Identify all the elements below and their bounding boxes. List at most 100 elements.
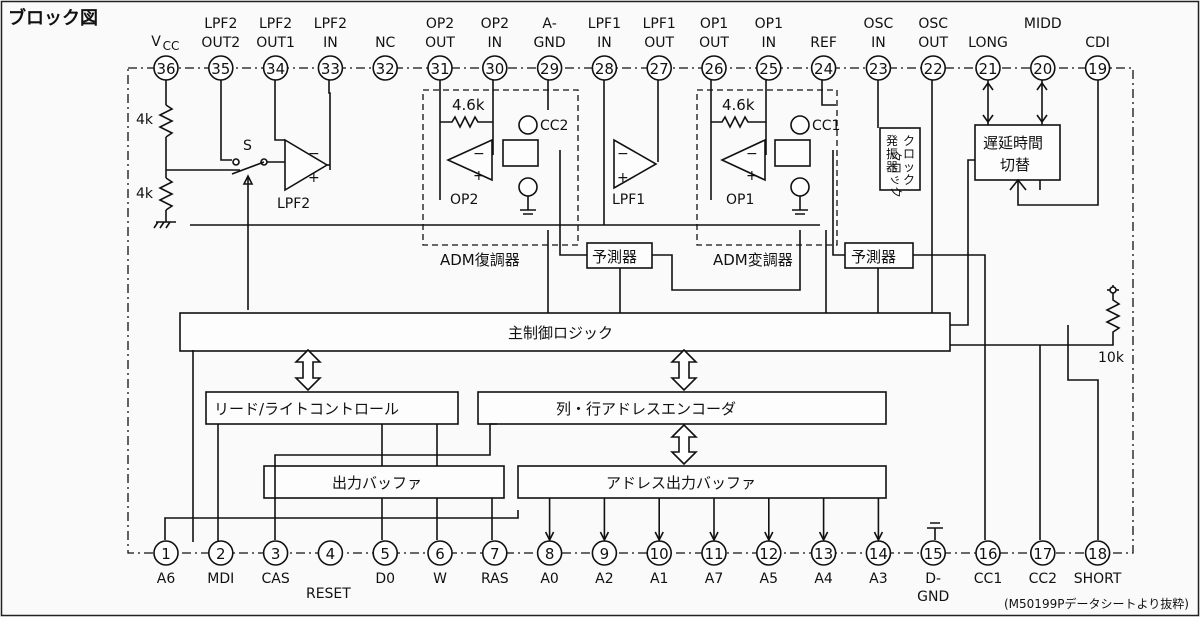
encoder-label: 列・行アドレスエンコーダ [556, 400, 736, 418]
address-wire-arrow [818, 531, 829, 542]
clock-osc-char: ロ [903, 147, 915, 161]
pin-number: 18 [1088, 545, 1107, 563]
pin-label-line2: GND [534, 35, 566, 51]
address-wire-arrow [709, 531, 719, 542]
pin-label-line2: OUT2 [201, 35, 240, 51]
pin-label-line1: OSC [864, 16, 894, 32]
bottom-pin-5: 5D0 [372, 540, 399, 587]
pin-circle [1084, 540, 1111, 566]
pin-number: 7 [490, 545, 500, 563]
pin-number: 15 [924, 545, 943, 563]
pin-number: 36 [156, 60, 175, 78]
lpf2-section [220, 80, 331, 310]
pin-circle [372, 55, 399, 81]
encoder-block [477, 391, 887, 425]
predictor-wiring [190, 150, 986, 540]
pin-number: 11 [704, 545, 723, 563]
pin-label: MDI [207, 571, 234, 587]
diagram-title: ブロック図 [8, 7, 98, 29]
resistor-4k-top-label: 4k [136, 112, 154, 128]
pin-label: A5 [760, 571, 778, 587]
pin-label-line1: LPF1 [643, 16, 676, 32]
pin-circle [646, 55, 673, 81]
op2-section [439, 80, 549, 215]
pin-label-line2: IN [597, 35, 612, 51]
pin-circle [481, 55, 508, 81]
pin-label-line1: OP2 [481, 16, 509, 32]
pin-label-line2: GND [917, 589, 949, 605]
resistor-10k [950, 285, 1121, 346]
clock-osc-char: ク [903, 134, 915, 148]
output-buffer-block [263, 465, 505, 499]
pin-number: 13 [814, 545, 833, 563]
op1-label: OP1 [726, 192, 754, 208]
address-buffer-block [517, 465, 887, 499]
pin-circle [481, 540, 508, 566]
predictor-2-label: 予測器 [851, 248, 896, 266]
pin-circle [975, 540, 1001, 566]
pin-label: MIDD [1024, 16, 1062, 32]
op1-minus: − [746, 146, 758, 162]
pin-circle [317, 55, 344, 81]
dgnd-symbol [927, 522, 943, 540]
op2-label: OP2 [450, 192, 478, 208]
adm-demod-frame [422, 89, 579, 246]
pin-number: 12 [759, 545, 778, 563]
pin-number: 20 [1033, 60, 1052, 78]
pin-number: 25 [759, 60, 778, 78]
pin-label-line2: OUT1 [256, 35, 295, 51]
pin-label-line2: OUT [699, 35, 729, 51]
pin-label-line1: OP1 [700, 16, 728, 32]
pin-label: W [433, 571, 447, 587]
cc2-label: CC2 [540, 118, 568, 134]
delay-switch-wiring [950, 80, 1099, 326]
pin-label: A6 [157, 571, 176, 587]
pin-number: 4 [326, 545, 336, 563]
pin-label-line1: LPF2 [314, 16, 347, 32]
logic-wiring [164, 180, 1099, 542]
pin-number: 29 [540, 60, 559, 78]
op1-resistor-label: 4.6k [722, 96, 755, 114]
lpf2-label: LPF2 [277, 196, 310, 212]
bottom-pin-1: 1A6 [153, 540, 179, 587]
predictor-2-block [844, 242, 914, 269]
bottom-pin-6: 6W [427, 540, 453, 587]
switch-s-label: S [243, 138, 252, 154]
pin-number: 21 [978, 60, 997, 78]
output-buffer-label: 出力バッファ [332, 474, 422, 492]
clock-osc-char: 振 [886, 147, 898, 161]
pin-number: 17 [1033, 545, 1052, 563]
op2-minus: − [473, 146, 485, 162]
pin-number: 26 [704, 60, 723, 78]
pin-number: 16 [978, 545, 997, 563]
pin-label-line2: IN [761, 35, 776, 51]
lpf2-plus: + [308, 170, 320, 186]
pin-number: 28 [595, 60, 614, 78]
pin-label-sub: CC [163, 39, 180, 53]
top-pin-20: 20 MIDD [1024, 16, 1062, 81]
pin-number: 23 [869, 60, 888, 78]
pin-number: 1 [161, 545, 171, 563]
resistor-4k-bottom-label: 4k [136, 186, 154, 202]
pin-circle [317, 540, 344, 566]
pin-label: CDI [1085, 35, 1110, 51]
pin-label-line1: LPF2 [204, 16, 237, 32]
bottom-pin-15: 15D-GND [917, 540, 949, 605]
pin-label: CC2 [1029, 571, 1057, 587]
rw-control-block [205, 391, 459, 425]
svg-text:クロック: クロック [889, 150, 903, 198]
pin-label: CAS [261, 571, 289, 587]
pin-number: 3 [271, 545, 281, 563]
